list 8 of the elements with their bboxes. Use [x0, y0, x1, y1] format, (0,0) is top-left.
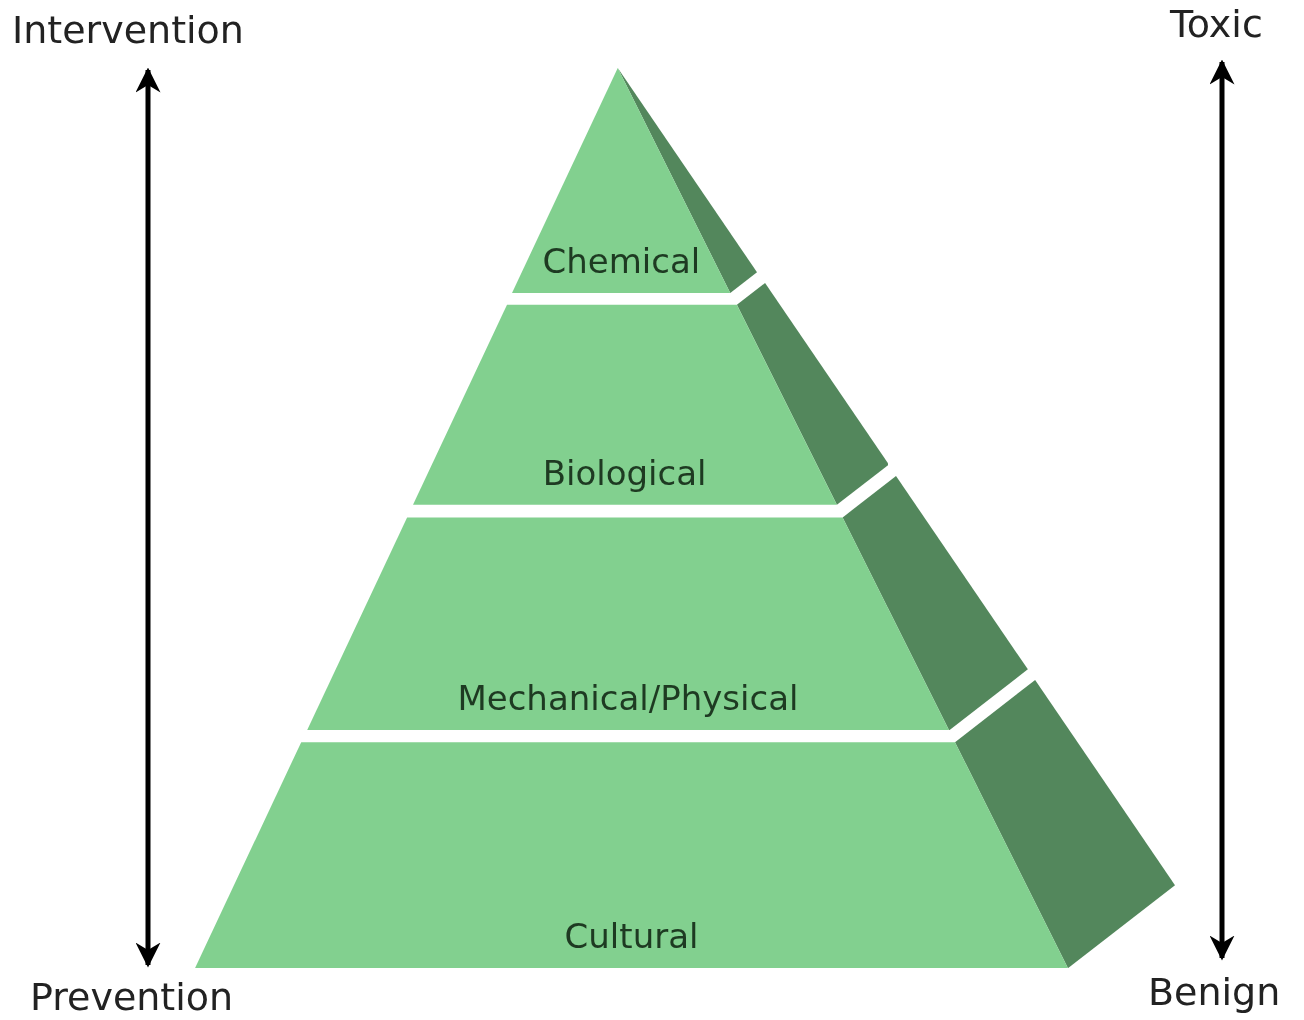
axis-label: Benign [1148, 970, 1281, 1014]
axis-label: Intervention [12, 8, 244, 52]
layer-label: Cultural [563, 916, 700, 956]
layer-label: Chemical [541, 241, 702, 281]
axis-label: Prevention [30, 975, 234, 1019]
layer-label: Mechanical/Physical [456, 678, 800, 718]
layer-label: Biological [541, 453, 708, 493]
axis-label: Toxic [1170, 2, 1263, 46]
